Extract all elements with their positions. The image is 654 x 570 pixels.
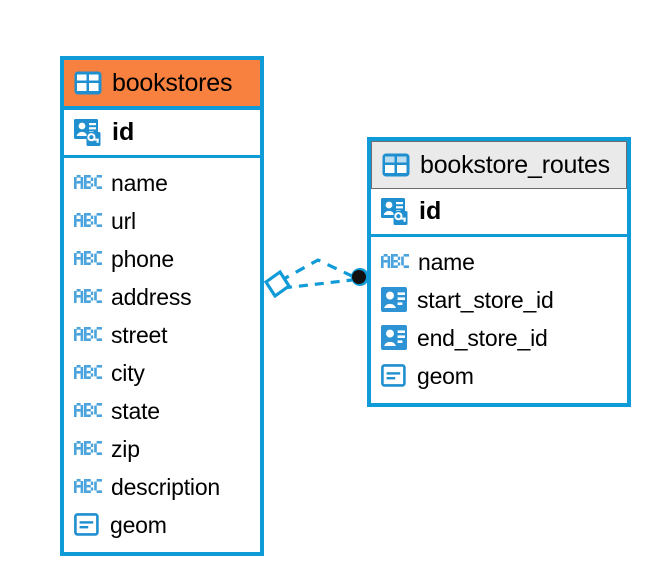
field-label-state: state <box>111 397 160 424</box>
field-label-geom: geom <box>417 362 474 389</box>
field-label-phone: phone <box>111 245 174 272</box>
field-label-street: street <box>111 321 168 348</box>
field-label-id: id <box>419 197 442 225</box>
field-label-zip: zip <box>111 435 140 462</box>
field-label-address: address <box>111 283 192 310</box>
primary-key-icon <box>381 197 410 226</box>
abc-text-icon <box>74 251 102 267</box>
field-row-geom[interactable]: geom <box>74 506 250 544</box>
abc-text-icon <box>74 175 102 191</box>
abc-text-icon <box>74 479 102 495</box>
entity-bookstore-routes-fields: name start_store_id <box>371 237 627 403</box>
diamond-endpoint[interactable] <box>263 269 292 299</box>
table-icon <box>382 153 410 177</box>
field-label-city: city <box>111 359 145 386</box>
field-row-phone[interactable]: phone <box>74 240 250 278</box>
field-label-geom: geom <box>110 511 167 538</box>
geometry-icon <box>381 364 408 388</box>
relationship-line-lower <box>282 278 353 290</box>
primary-key-icon <box>74 118 103 147</box>
entity-bookstore-routes-header[interactable]: bookstore_routes <box>371 141 627 189</box>
abc-text-icon <box>381 254 409 270</box>
foreign-key-icon <box>381 287 408 313</box>
field-label-id: id <box>112 118 135 146</box>
field-label-name: name <box>418 248 475 275</box>
field-row-description[interactable]: description <box>74 468 250 506</box>
abc-text-icon <box>74 327 102 343</box>
entity-bookstores-title: bookstores <box>112 68 233 97</box>
field-label-end-store-id: end_store_id <box>417 324 548 351</box>
field-row-state[interactable]: state <box>74 392 250 430</box>
field-label-start-store-id: start_store_id <box>417 286 554 313</box>
field-label-url: url <box>111 207 136 234</box>
abc-text-icon <box>74 213 102 229</box>
field-row-name[interactable]: name <box>381 243 617 281</box>
field-row-zip[interactable]: zip <box>74 430 250 468</box>
field-row-address[interactable]: address <box>74 278 250 316</box>
field-row-name[interactable]: name <box>74 164 250 202</box>
entity-bookstores-fields: name u <box>64 158 260 552</box>
field-row-start-store-id[interactable]: start_store_id <box>381 281 617 319</box>
field-row-url[interactable]: url <box>74 202 250 240</box>
table-icon <box>74 71 102 95</box>
field-label-name: name <box>111 169 168 196</box>
foreign-key-icon <box>381 325 408 351</box>
abc-text-icon <box>74 441 102 457</box>
relationship-line-upper <box>279 258 355 283</box>
geometry-icon <box>74 513 101 537</box>
field-row-geom[interactable]: geom <box>381 357 617 395</box>
field-label-description: description <box>111 473 221 500</box>
abc-text-icon <box>74 403 102 419</box>
field-row-id[interactable]: id <box>371 189 627 237</box>
entity-bookstores[interactable]: bookstores <box>60 56 264 556</box>
field-row-street[interactable]: street <box>74 316 250 354</box>
field-row-id[interactable]: id <box>64 110 260 158</box>
field-row-city[interactable]: city <box>74 354 250 392</box>
entity-bookstore-routes-title: bookstore_routes <box>420 150 610 179</box>
abc-text-icon <box>74 289 102 305</box>
field-row-end-store-id[interactable]: end_store_id <box>381 319 617 357</box>
entity-bookstore-routes[interactable]: bookstore_routes <box>367 137 631 407</box>
entity-bookstores-header[interactable]: bookstores <box>64 60 260 110</box>
abc-text-icon <box>74 365 102 381</box>
